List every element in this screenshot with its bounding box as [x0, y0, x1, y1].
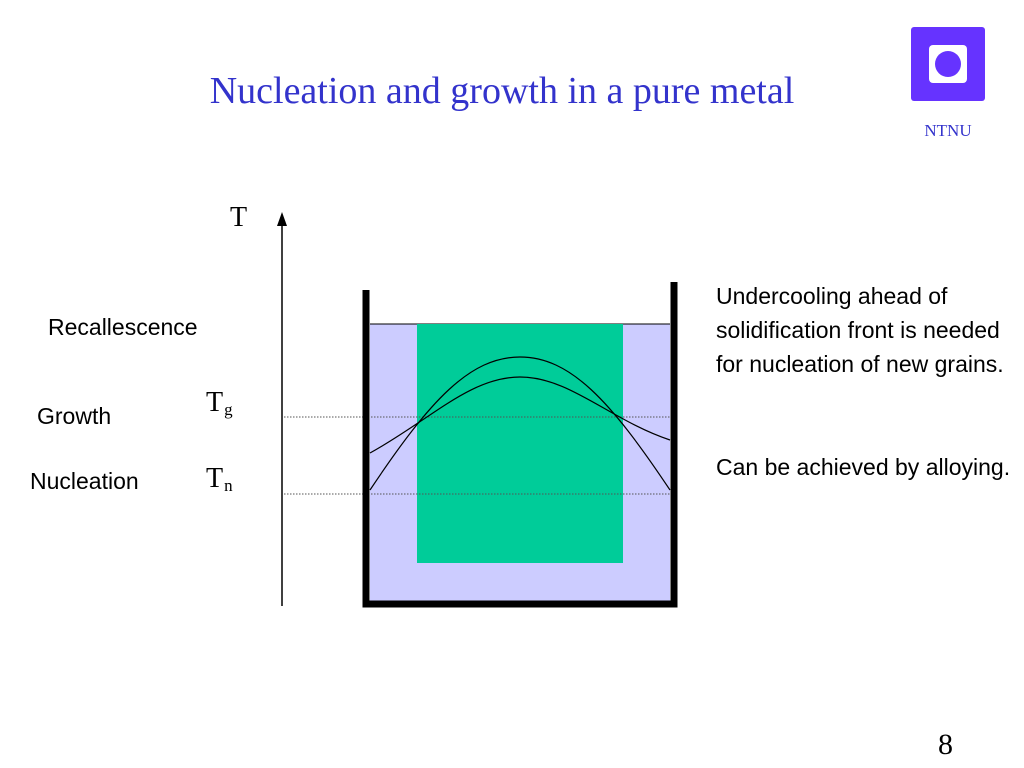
solid-region [417, 324, 623, 563]
logo-text: NTNU [924, 121, 972, 140]
undercooling-note: Undercooling ahead of solidification fro… [716, 283, 1004, 377]
logo-dot [935, 51, 961, 77]
tn-subscript: n [224, 476, 233, 495]
ntnu-logo-icon [911, 27, 985, 101]
tg-label: Tg [206, 387, 233, 419]
tn-symbol: T [206, 463, 224, 494]
alloying-note: Can be achieved by alloying. [716, 454, 1011, 480]
axis-arrow-icon [277, 212, 287, 226]
tg-symbol: T [206, 387, 224, 418]
tg-subscript: g [224, 400, 233, 419]
nucleation-label: Nucleation [30, 468, 139, 494]
page-number: 8 [938, 728, 953, 761]
temperature-curve-lower [369, 376, 671, 454]
temperature-axis-label: T [230, 202, 248, 233]
tn-label: Tn [206, 463, 233, 495]
slide-title: Nucleation and growth in a pure metal [209, 70, 795, 112]
growth-label: Growth [37, 403, 112, 429]
recallescence-label: Recallescence [48, 314, 198, 340]
temperature-curve-upper [369, 356, 671, 491]
logo-frame [929, 45, 967, 83]
